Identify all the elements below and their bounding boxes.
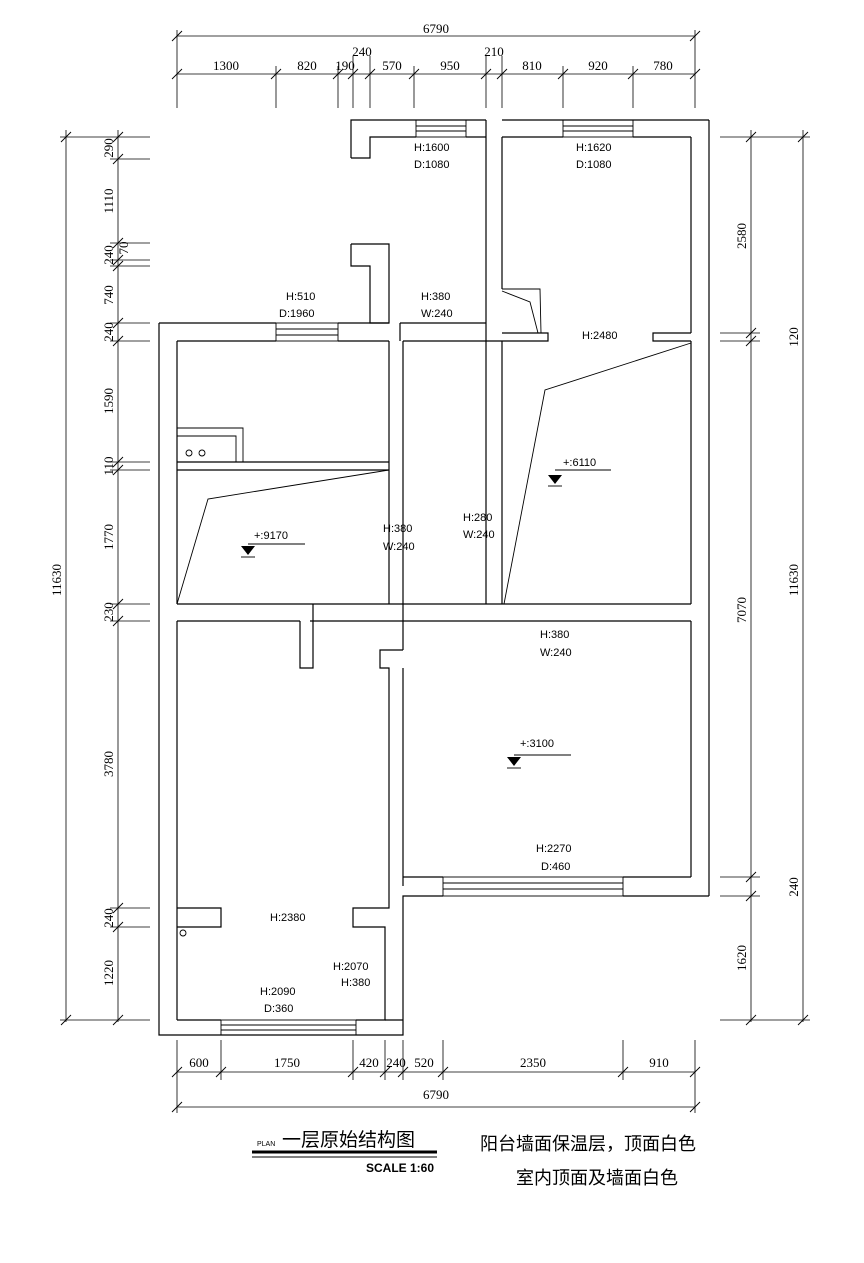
elevation-triangle-icon [507,757,521,766]
left-dim-8: 110 [101,456,116,475]
window-balcony [220,1019,357,1036]
window-5-height: H:2090 [260,986,295,998]
title-block: PLAN 一层原始结构图 SCALE 1:60 阳台墙面保温层，顶面白色 室内顶… [252,1129,696,1189]
left-total-dim: 11630 [49,564,64,596]
left-dim-10: 230 [101,602,116,622]
window-4-depth: D:460 [541,861,570,873]
window-1-height: H:1600 [414,142,449,154]
elevation-triangle-icon [548,475,562,484]
window-3-height: H:510 [286,291,315,303]
note-line-1: 阳台墙面保温层，顶面白色 [480,1134,696,1155]
right-dim-1: 2580 [734,223,749,249]
bottom-dim-5: 520 [414,1055,434,1070]
top-dim-2: 820 [297,58,317,73]
left-dim-7: 1590 [101,388,116,414]
fixtures [176,288,692,937]
stove [177,427,244,462]
left-dim-6: 240 [101,322,116,342]
elevation-6110: +:6110 [563,457,596,469]
stair-1 [501,288,542,334]
top-dim-3: 190 [335,58,355,73]
door-2480-height: H:2480 [582,330,617,342]
beam-2-height: H:280 [463,512,492,524]
door-2380-height: H:2380 [270,912,305,924]
window-living [442,876,624,897]
window-top-left [415,119,467,138]
stair-3 [176,469,390,605]
elevation-marker-2: +:9170 [241,530,305,558]
bottom-dim-6: 2350 [520,1055,546,1070]
elevation-marker-1: +:6110 [548,457,611,487]
door-2070-width: H:380 [341,977,370,989]
left-dim-3: 240 [101,245,116,265]
left-dim-4: 70 [116,242,131,255]
bottom-dim-3: 420 [359,1055,379,1070]
bottom-total-dim: 6790 [423,1087,449,1102]
opening-1-height: H:380 [421,291,450,303]
right-total-dim: 11630 [786,564,801,596]
top-dim-8: 780 [653,58,673,73]
window-5-depth: D:360 [264,1003,293,1015]
window-kitchen [275,322,339,342]
beam-1-width: W:240 [383,541,415,553]
bottom-dim-7: 910 [649,1055,669,1070]
stair-2 [503,342,692,605]
window-2-height: H:1620 [576,142,611,154]
bottom-dim-1: 600 [189,1055,209,1070]
left-dim-11: 3780 [101,751,116,777]
top-dimensions: 6790 1300 820 190 240 570 950 210 810 92… [171,21,701,108]
beam-3-height: H:380 [540,629,569,641]
elevation-marker-3: +:3100 [507,738,571,769]
drawing-scale: SCALE 1:60 [366,1161,434,1175]
right-dim-5: 1620 [734,945,749,971]
beam-3-width: W:240 [540,647,572,659]
left-dim-13: 1220 [101,960,116,986]
elevation-3100: +:3100 [520,738,554,750]
window-4-height: H:2270 [536,843,571,855]
right-dimensions: 2580 120 7070 240 1620 11630 [720,130,810,1026]
drain-icon [179,929,187,937]
left-dim-2: 1110 [101,188,116,213]
top-dim-upper-240: 240 [352,44,372,59]
bottom-dim-2: 1750 [274,1055,300,1070]
elevation-9170: +:9170 [254,530,288,542]
window-1-depth: D:1080 [414,159,449,171]
bottom-dim-4: 240 [386,1055,406,1070]
left-dim-5: 740 [101,285,116,305]
right-dim-2: 120 [786,327,801,347]
top-total-dim: 6790 [423,21,449,36]
beam-2-width: W:240 [463,529,495,541]
right-dim-4: 240 [786,877,801,897]
top-dim-6: 810 [522,58,542,73]
left-dim-12: 240 [101,908,116,928]
left-dim-1: 290 [101,138,116,158]
window-2-depth: D:1080 [576,159,611,171]
top-dim-upper-210: 210 [484,44,504,59]
top-dim-7: 920 [588,58,608,73]
drawing-title: 一层原始结构图 [282,1129,415,1151]
window-3-depth: D:1960 [279,308,314,320]
right-dim-3: 7070 [734,597,749,623]
window-top-right [562,119,634,138]
door-2070-height: H:2070 [333,961,368,973]
note-line-2: 室内顶面及墙面白色 [516,1168,678,1189]
annotations: H:1600 D:1080 H:1620 D:1080 H:510 D:1960… [260,142,617,1015]
top-dim-5: 950 [440,58,460,73]
bottom-dimensions: 600 1750 420 240 520 2350 910 6790 [171,1040,701,1113]
windows [220,119,634,1036]
left-dim-9: 1770 [101,524,116,550]
opening-1-width: W:240 [421,308,453,320]
top-dim-4: 570 [382,58,402,73]
beam-1-height: H:380 [383,523,412,535]
left-dimensions: 11630 290 1110 240 70 740 240 1590 110 1… [49,130,150,1026]
elevation-triangle-icon [241,546,255,555]
walls [158,119,710,1036]
top-dim-1: 1300 [213,58,239,73]
plan-word: PLAN [257,1141,275,1148]
